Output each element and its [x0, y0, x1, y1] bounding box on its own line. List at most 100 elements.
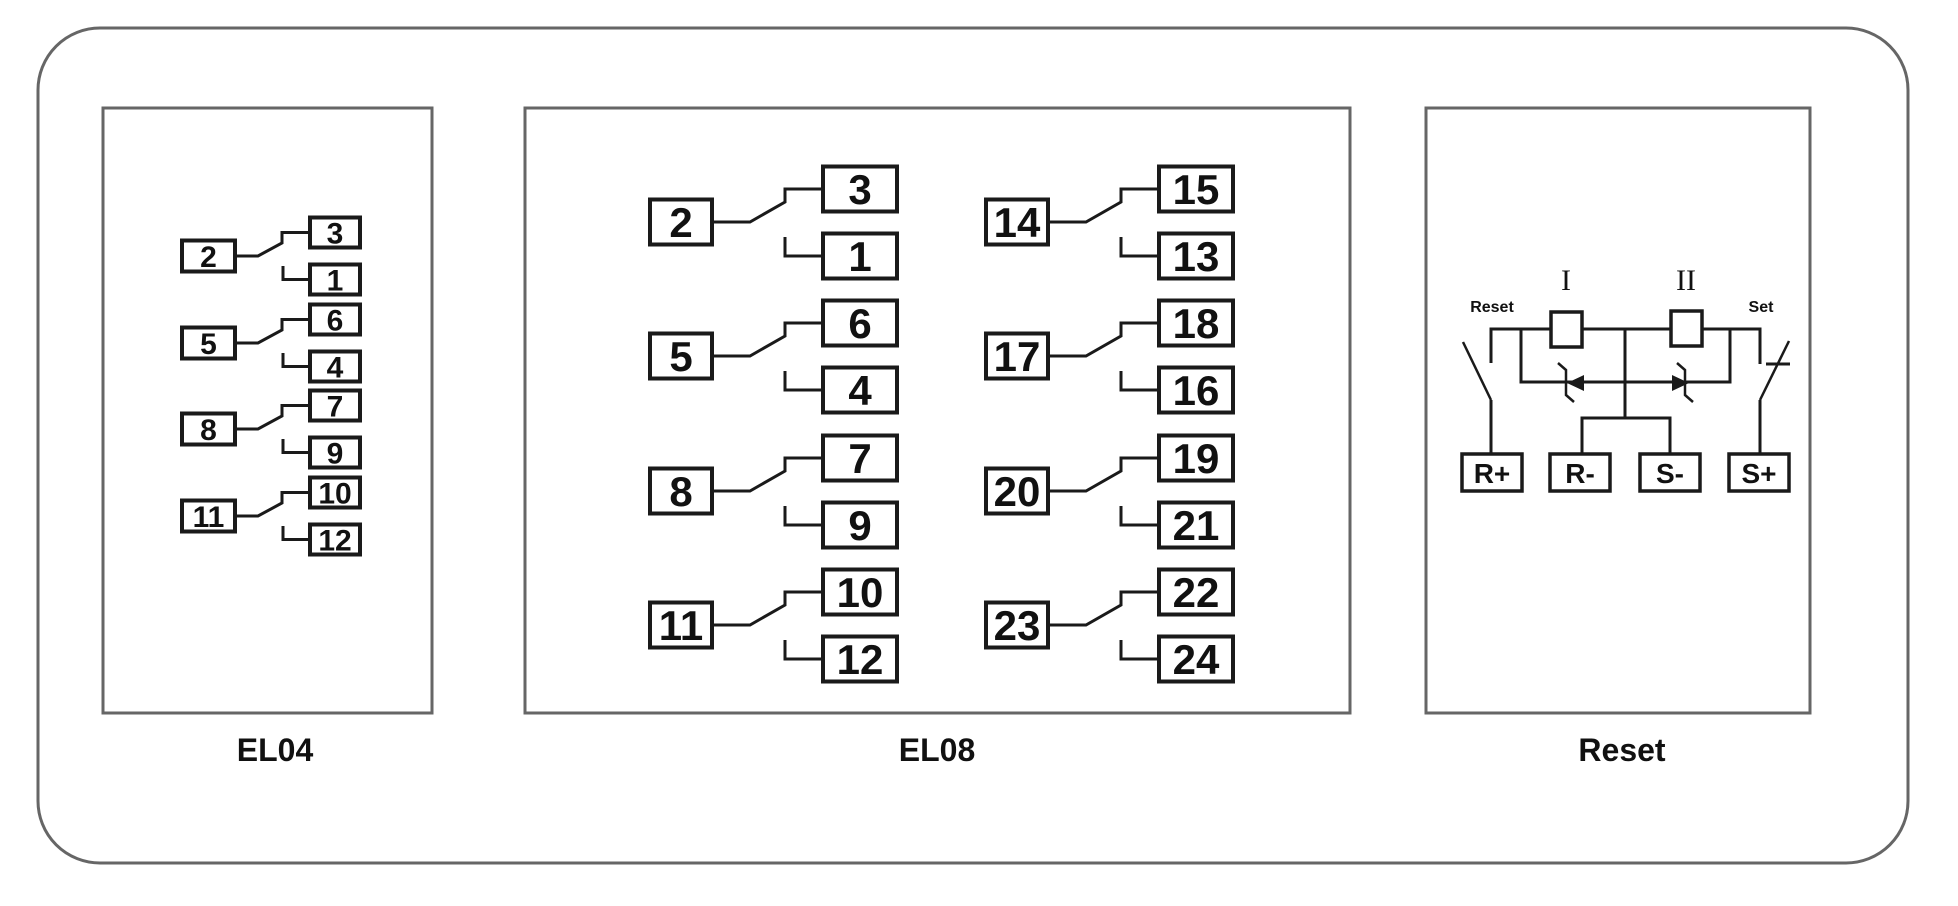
set-switch-blade [1758, 340, 1791, 401]
terminal-number: 12 [318, 525, 351, 558]
terminal-number: 11 [193, 501, 225, 534]
terminal-number: 16 [1173, 367, 1220, 414]
terminal-number: 6 [327, 305, 344, 338]
el04-groups: 2 3 1 5 6 4 8 7 9 [180, 215, 362, 558]
set-contact-label: Set [1749, 299, 1775, 316]
switch-wire [712, 187, 823, 258]
switch-wire [235, 318, 310, 368]
relay-group: 5 6 4 [180, 302, 362, 385]
nc-terminal-box [308, 262, 362, 297]
no-terminal-box [308, 475, 362, 510]
relay-group: 11 10 12 [648, 567, 899, 684]
diode-bar-left [1557, 362, 1575, 403]
switch-wire [1048, 187, 1159, 258]
terminal-number: 12 [837, 636, 884, 683]
terminal-number: 4 [327, 352, 344, 385]
no-terminal-box [821, 298, 899, 348]
relay-group: 17 18 16 [984, 298, 1235, 415]
no-terminal-box [821, 567, 899, 617]
el08-caption: EL08 [899, 732, 975, 768]
terminal-number: 10 [318, 478, 351, 511]
terminal-box-s-plus [1727, 452, 1791, 493]
nc-terminal-box [821, 365, 899, 415]
el08-panel [523, 106, 1352, 715]
no-terminal-box [1157, 164, 1235, 214]
terminal-number: 22 [1173, 569, 1220, 616]
diode-arrow-left [1567, 375, 1584, 391]
terminal-number: 23 [994, 602, 1041, 649]
switch-wire [1048, 321, 1159, 392]
terminal-number: 20 [994, 468, 1041, 515]
common-terminal-box [648, 331, 714, 381]
common-terminal-box [984, 197, 1050, 247]
outer-border [36, 26, 1910, 865]
switch-wire [712, 456, 823, 527]
reset-switch-blade [1461, 341, 1493, 401]
terminal-label: R- [1565, 458, 1595, 489]
no-terminal-box [1157, 433, 1235, 483]
switch-wire [235, 231, 310, 281]
nc-terminal-box [308, 435, 362, 470]
switch-wire [235, 491, 310, 541]
terminal-number: 21 [1173, 502, 1220, 549]
relay-group: 2 3 1 [648, 164, 899, 281]
terminal-box-s-minus [1638, 452, 1702, 493]
terminal-number: 8 [200, 414, 217, 447]
nc-terminal-box [1157, 231, 1235, 281]
switch-wire [1048, 590, 1159, 661]
terminal-number: 9 [848, 502, 871, 549]
common-terminal-box [648, 197, 714, 247]
no-terminal-box [1157, 298, 1235, 348]
terminal-number: 24 [1173, 636, 1220, 683]
terminal-label: S- [1656, 458, 1684, 489]
el08-groups-left: 2 3 1 5 6 4 8 7 9 [648, 164, 899, 684]
relay-group: 2 3 1 [180, 215, 362, 298]
nc-terminal-box [308, 522, 362, 557]
nc-terminal-box [821, 231, 899, 281]
common-terminal-box [180, 325, 237, 361]
terminal-number: 7 [327, 391, 344, 424]
el04-caption: EL04 [237, 732, 314, 768]
terminal-number: 2 [200, 241, 217, 274]
terminal-box-r-minus [1548, 452, 1612, 493]
nc-terminal-box [1157, 634, 1235, 684]
reset-caption: Reset [1578, 732, 1666, 768]
relay-group: 23 22 24 [984, 567, 1235, 684]
common-terminal-box [648, 600, 714, 650]
common-terminal-box [180, 238, 237, 274]
relay-group: 20 19 21 [984, 433, 1235, 550]
no-terminal-box [1157, 567, 1235, 617]
common-terminal-box [984, 600, 1050, 650]
coil-1-label: I [1561, 264, 1571, 297]
terminal-number: 5 [669, 333, 692, 380]
terminal-number: 19 [1173, 435, 1220, 482]
terminal-number: 2 [669, 199, 692, 246]
relay-group: 5 6 4 [648, 298, 899, 415]
coil-2-box [1669, 309, 1704, 348]
terminal-box-r-plus [1460, 452, 1524, 493]
reset-circuit: I II Reset Set R+ R- S- S+ [1460, 264, 1791, 493]
no-terminal-box [308, 215, 362, 250]
coil-1-box [1549, 310, 1584, 349]
terminal-number: 11 [659, 602, 703, 649]
nc-terminal-box [1157, 365, 1235, 415]
nc-terminal-box [1157, 500, 1235, 550]
terminal-number: 1 [327, 265, 344, 298]
no-terminal-box [821, 433, 899, 483]
common-terminal-box [984, 466, 1050, 516]
terminal-number: 8 [669, 468, 692, 515]
terminal-label: R+ [1474, 458, 1511, 489]
terminal-number: 13 [1173, 233, 1220, 280]
terminal-number: 4 [848, 367, 872, 414]
reset-contact-label: Reset [1470, 299, 1514, 316]
terminal-number: 6 [848, 300, 871, 347]
nc-terminal-box [821, 500, 899, 550]
terminal-number: 3 [327, 218, 344, 251]
relay-group: 8 7 9 [648, 433, 899, 550]
terminal-number: 18 [1173, 300, 1220, 347]
terminal-number: 1 [848, 233, 871, 280]
terminal-label: S+ [1741, 458, 1776, 489]
coil-2-label: II [1676, 264, 1696, 297]
